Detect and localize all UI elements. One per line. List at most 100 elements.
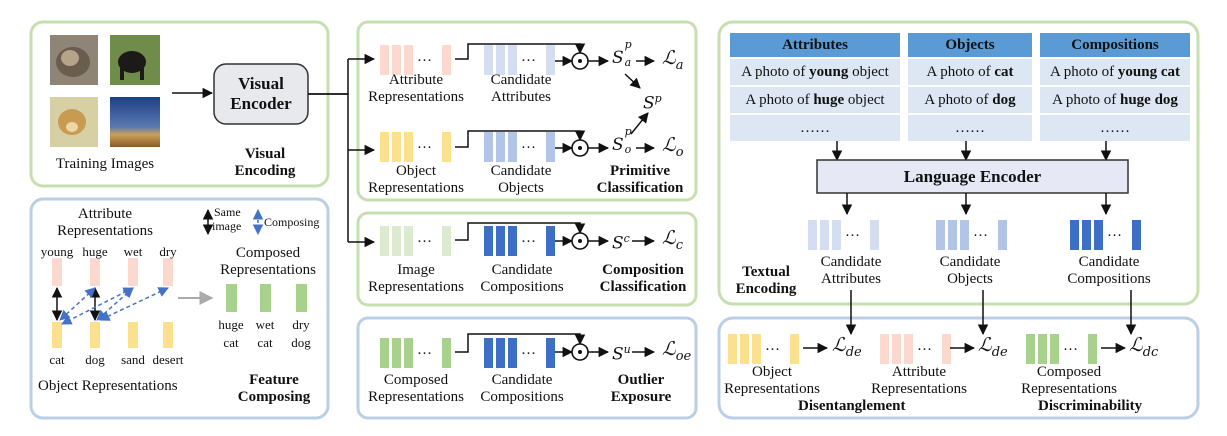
attr-prompt-row-2: ……: [800, 120, 830, 136]
obj-repr-bars-bar: [380, 132, 389, 162]
obj-prompt-row-1: A photo of dog: [924, 92, 1016, 108]
text-cand-obj-bars-bar: [936, 220, 945, 250]
obj-repr-bars: [380, 132, 451, 162]
fc-attr-wet: wet: [123, 244, 143, 259]
img-repr-bars-bar: [392, 226, 401, 256]
cand-comp-bars-bar: [508, 226, 517, 256]
text-cand-attr-bars-bar: [870, 220, 879, 250]
text-cand-comp-bars-bar: [1082, 220, 1091, 250]
comp-prompt-row-2: ……: [1100, 120, 1130, 136]
ellipsis: …: [917, 338, 932, 354]
text-cand-comp-bars: [1070, 220, 1141, 250]
fc-composed-obj-1: cat: [257, 335, 273, 350]
cand-obj-bars-bar: [484, 132, 493, 162]
composed-repr-bars-bar: [392, 338, 401, 368]
loss-loe: ℒoe: [662, 338, 692, 364]
ellipsis: …: [973, 224, 988, 240]
fc-attr-dry: dry: [159, 244, 177, 259]
bottom-comp-bars-bar: [1026, 334, 1035, 364]
img-repr-bars-bar: [404, 226, 413, 256]
loss-lc: ℒc: [662, 227, 683, 253]
ellipsis: …: [521, 136, 536, 152]
fc-composed-obj-2: dog: [291, 335, 311, 350]
outlier-cand-comp-bars-bar: [508, 338, 517, 368]
bottom-obj-bars-bar: [740, 334, 749, 364]
ellipsis: …: [521, 49, 536, 65]
fc-attr-bar-wet: [128, 258, 138, 286]
loss-lde-1: ℒde: [832, 334, 862, 360]
header-compositions: Compositions: [1071, 37, 1159, 53]
fc-obj-bar-sand: [128, 322, 138, 348]
img-repr-bars: [380, 226, 451, 256]
img-repr-bars-bar: [442, 226, 451, 256]
text-cand-comp-bars-bar: [1094, 220, 1103, 250]
cand-comp-bars-bar: [546, 226, 555, 256]
fc-obj-dog: dog: [85, 352, 105, 367]
bottom-attr-bars-bar: [892, 334, 901, 364]
loss-lde-2: ℒde: [978, 334, 1008, 360]
composed-repr-bars-bar: [380, 338, 389, 368]
cand-attr-bars-bar: [496, 45, 505, 75]
fc-attr-young: young: [40, 244, 74, 259]
odot-primitive-attr: [571, 52, 589, 70]
attr-repr-bars-bar: [442, 45, 451, 75]
bottom-loss-panel: [717, 316, 1200, 420]
outlier-cand-comp-bars: [484, 338, 555, 368]
fc-obj-bar-dog: [90, 322, 100, 348]
cand-comp-bars-bar: [484, 226, 493, 256]
language-encoder-box: [816, 159, 1129, 194]
ellipsis: …: [1107, 224, 1122, 240]
loss-lo: ℒo: [662, 134, 684, 160]
text-cand-comp-bars-bar: [1070, 220, 1079, 250]
composed-repr-bars-bar: [442, 338, 451, 368]
cand-attr-bars: [484, 45, 555, 75]
bottom-obj-bars-bar: [790, 334, 799, 364]
cand-attr-bars-bar: [546, 45, 555, 75]
ellipsis: …: [765, 338, 780, 354]
discriminability-label: Discriminability: [1038, 398, 1143, 414]
fc-composed-attr-0: huge: [218, 317, 244, 332]
bottom-comp-bars: [1026, 334, 1097, 364]
composed-repr-bars-bar: [404, 338, 413, 368]
img-repr-bars-bar: [380, 226, 389, 256]
text-cand-attr-bars-bar: [808, 220, 817, 250]
fc-composed-bar-2: [296, 284, 307, 312]
training-image-dog2: [50, 97, 98, 147]
comp-prompt-row-0: A photo of young cat: [1049, 64, 1180, 80]
score-sc: Sc: [612, 232, 630, 254]
ellipsis: …: [417, 49, 432, 65]
ellipsis: …: [1063, 338, 1078, 354]
ellipsis: …: [417, 230, 432, 246]
attr-repr-bars: [380, 45, 451, 75]
ellipsis: …: [521, 230, 536, 246]
text-cand-comp-bars-bar: [1132, 220, 1141, 250]
textual-encoding-panel: [717, 20, 1200, 306]
fc-obj-desert: desert: [152, 352, 184, 367]
odot-outlier: [571, 343, 589, 361]
legend-composing: Composing: [264, 215, 320, 229]
training-images-label: Training Images: [55, 156, 155, 172]
fc-attr-bar-young: [52, 258, 62, 286]
fc-attr-huge: huge: [82, 244, 108, 259]
score-su: Su: [612, 343, 631, 365]
language-encoder-label: Language Encoder: [903, 167, 1042, 186]
bottom-comp-bars-bar: [1050, 334, 1059, 364]
fc-attr-bar-huge: [90, 258, 100, 286]
obj-repr-bars-bar: [442, 132, 451, 162]
fc-obj-sand: sand: [121, 352, 145, 367]
